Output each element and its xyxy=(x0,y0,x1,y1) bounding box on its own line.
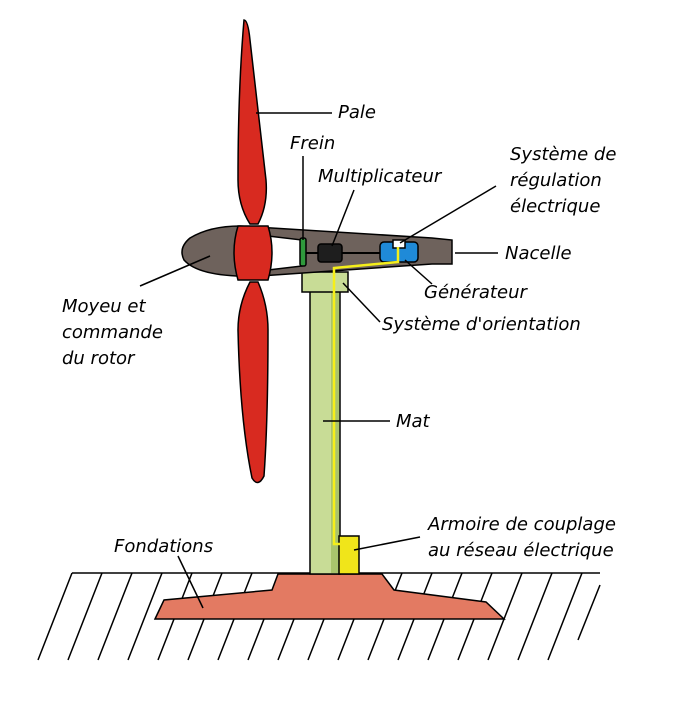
label-nacelle: Nacelle xyxy=(505,243,572,264)
label-regulation-line1: Système de xyxy=(510,144,616,165)
label-regulation-line2: régulation xyxy=(510,170,602,191)
label-moyeu-line2: commande xyxy=(62,322,163,343)
leader-armoire xyxy=(353,536,421,551)
gearbox xyxy=(317,243,343,263)
leader-moyeu xyxy=(139,255,211,287)
label-regulation-line3: électrique xyxy=(510,196,600,217)
electrical-cable xyxy=(332,247,400,546)
label-pale: Pale xyxy=(338,102,376,123)
leader-regulation xyxy=(399,185,497,244)
leader-generateur xyxy=(404,259,433,285)
label-multiplicateur: Multiplicateur xyxy=(318,166,443,187)
rotor-hub xyxy=(233,225,273,281)
label-moyeu-line1: Moyeu et xyxy=(62,296,146,317)
leader-fondations xyxy=(177,555,204,609)
blade-lower xyxy=(237,281,269,484)
label-generateur: Générateur xyxy=(424,282,528,303)
label-frein: Frein xyxy=(290,133,335,154)
label-armoire-line2: au réseau électrique xyxy=(428,540,614,561)
foundation xyxy=(153,573,506,620)
blade-upper xyxy=(237,19,268,225)
brake xyxy=(299,237,307,267)
yaw-system xyxy=(301,271,349,293)
leader-orientation xyxy=(342,282,381,323)
label-fondations: Fondations xyxy=(114,536,213,557)
label-orientation: Système d'orientation xyxy=(382,314,581,335)
label-moyeu-line3: du rotor xyxy=(62,348,136,369)
coupling-cabinet xyxy=(338,535,360,575)
hub-cone xyxy=(267,235,303,271)
leader-multiplicateur xyxy=(331,189,355,247)
label-mat: Mat xyxy=(396,411,431,432)
label-armoire-line1: Armoire de couplage xyxy=(427,514,616,535)
